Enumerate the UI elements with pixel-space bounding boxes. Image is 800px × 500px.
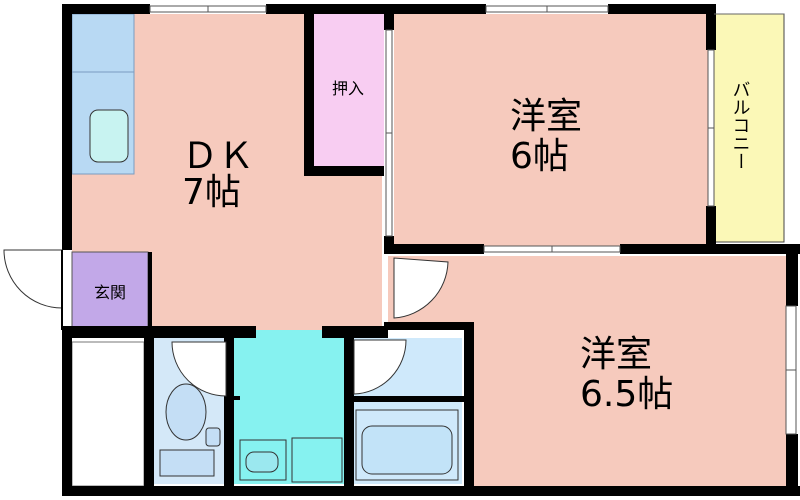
western-room-6-5-name: 洋室 [580, 334, 652, 375]
toilet-icon [165, 383, 207, 441]
western-room-6-5 [466, 256, 786, 490]
toilet-tank-icon [159, 449, 215, 477]
windows [149, 5, 797, 435]
closet-label: 押入 [332, 79, 364, 98]
storage-closet [71, 341, 145, 487]
closet-room [312, 14, 384, 170]
washing-machine-icon [291, 437, 343, 483]
entrance-label: 玄関 [94, 283, 126, 302]
dk-room-size: 7帖 [182, 172, 241, 213]
door-swings [3, 249, 449, 397]
dk-room-name: ＤＫ [182, 136, 254, 177]
toilet-sink-icon [205, 427, 221, 447]
walls [62, 4, 800, 496]
western-room-6-5-size: 6.5帖 [580, 374, 673, 415]
western-room-6-size: 6帖 [510, 136, 569, 177]
western-room-6-name: 洋室 [510, 96, 582, 137]
balcony-label: バルコニー [730, 80, 751, 170]
western-room-6 [394, 14, 708, 246]
sink-icon [89, 109, 129, 163]
